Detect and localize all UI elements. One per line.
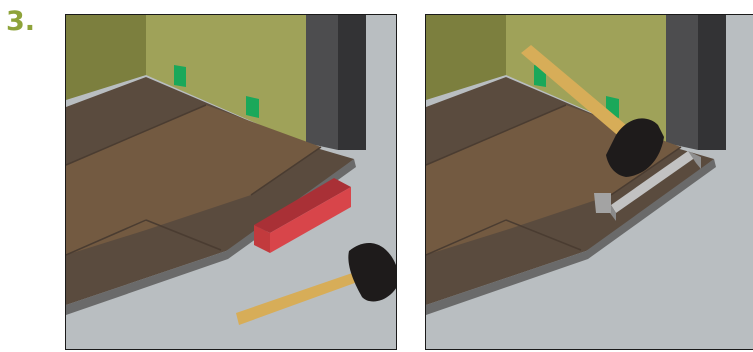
wall-column-side — [338, 15, 366, 150]
wall-column-side — [698, 15, 726, 150]
spacer — [174, 65, 186, 87]
step-number: 3. — [6, 8, 35, 35]
pull-bar-illustration — [426, 15, 753, 350]
pull-bar-hook — [594, 193, 611, 213]
illustration-panel-tapping-block — [65, 14, 397, 350]
spacer — [246, 96, 259, 118]
illustration-panel-pull-bar — [425, 14, 753, 350]
tapping-block-illustration — [66, 15, 397, 350]
